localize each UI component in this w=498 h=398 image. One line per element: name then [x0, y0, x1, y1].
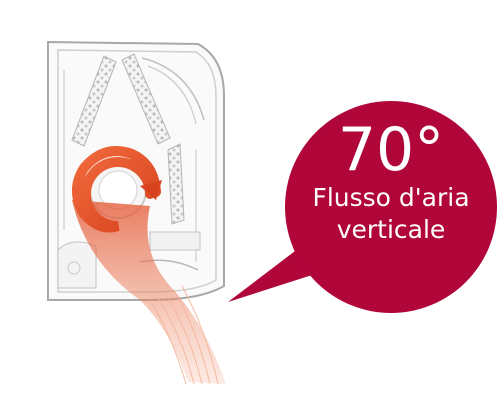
airflow-label-line1: Flusso d'aria — [312, 183, 470, 212]
top-guide-1 — [141, 57, 205, 121]
airflow-streamlines — [149, 285, 219, 385]
airflow-arrowhead — [140, 180, 162, 200]
airflow — [72, 146, 226, 385]
heat-exchanger-left — [71, 55, 117, 147]
callout-circle — [285, 101, 497, 313]
airflow-angle: 70° — [337, 115, 445, 185]
top-guide-2 — [147, 65, 197, 125]
callout-text: 70° Flusso d'aria verticale — [288, 118, 494, 246]
callout-bubble — [228, 101, 497, 313]
airflow-swirl — [72, 146, 161, 233]
drain-pan — [149, 231, 201, 251]
motor-detail — [67, 261, 81, 275]
heat-exchanger-far-right — [167, 143, 185, 225]
motor-housing — [57, 241, 97, 289]
heat-exchanger-right — [121, 53, 171, 145]
airflow-label-line2: verticale — [336, 215, 446, 244]
